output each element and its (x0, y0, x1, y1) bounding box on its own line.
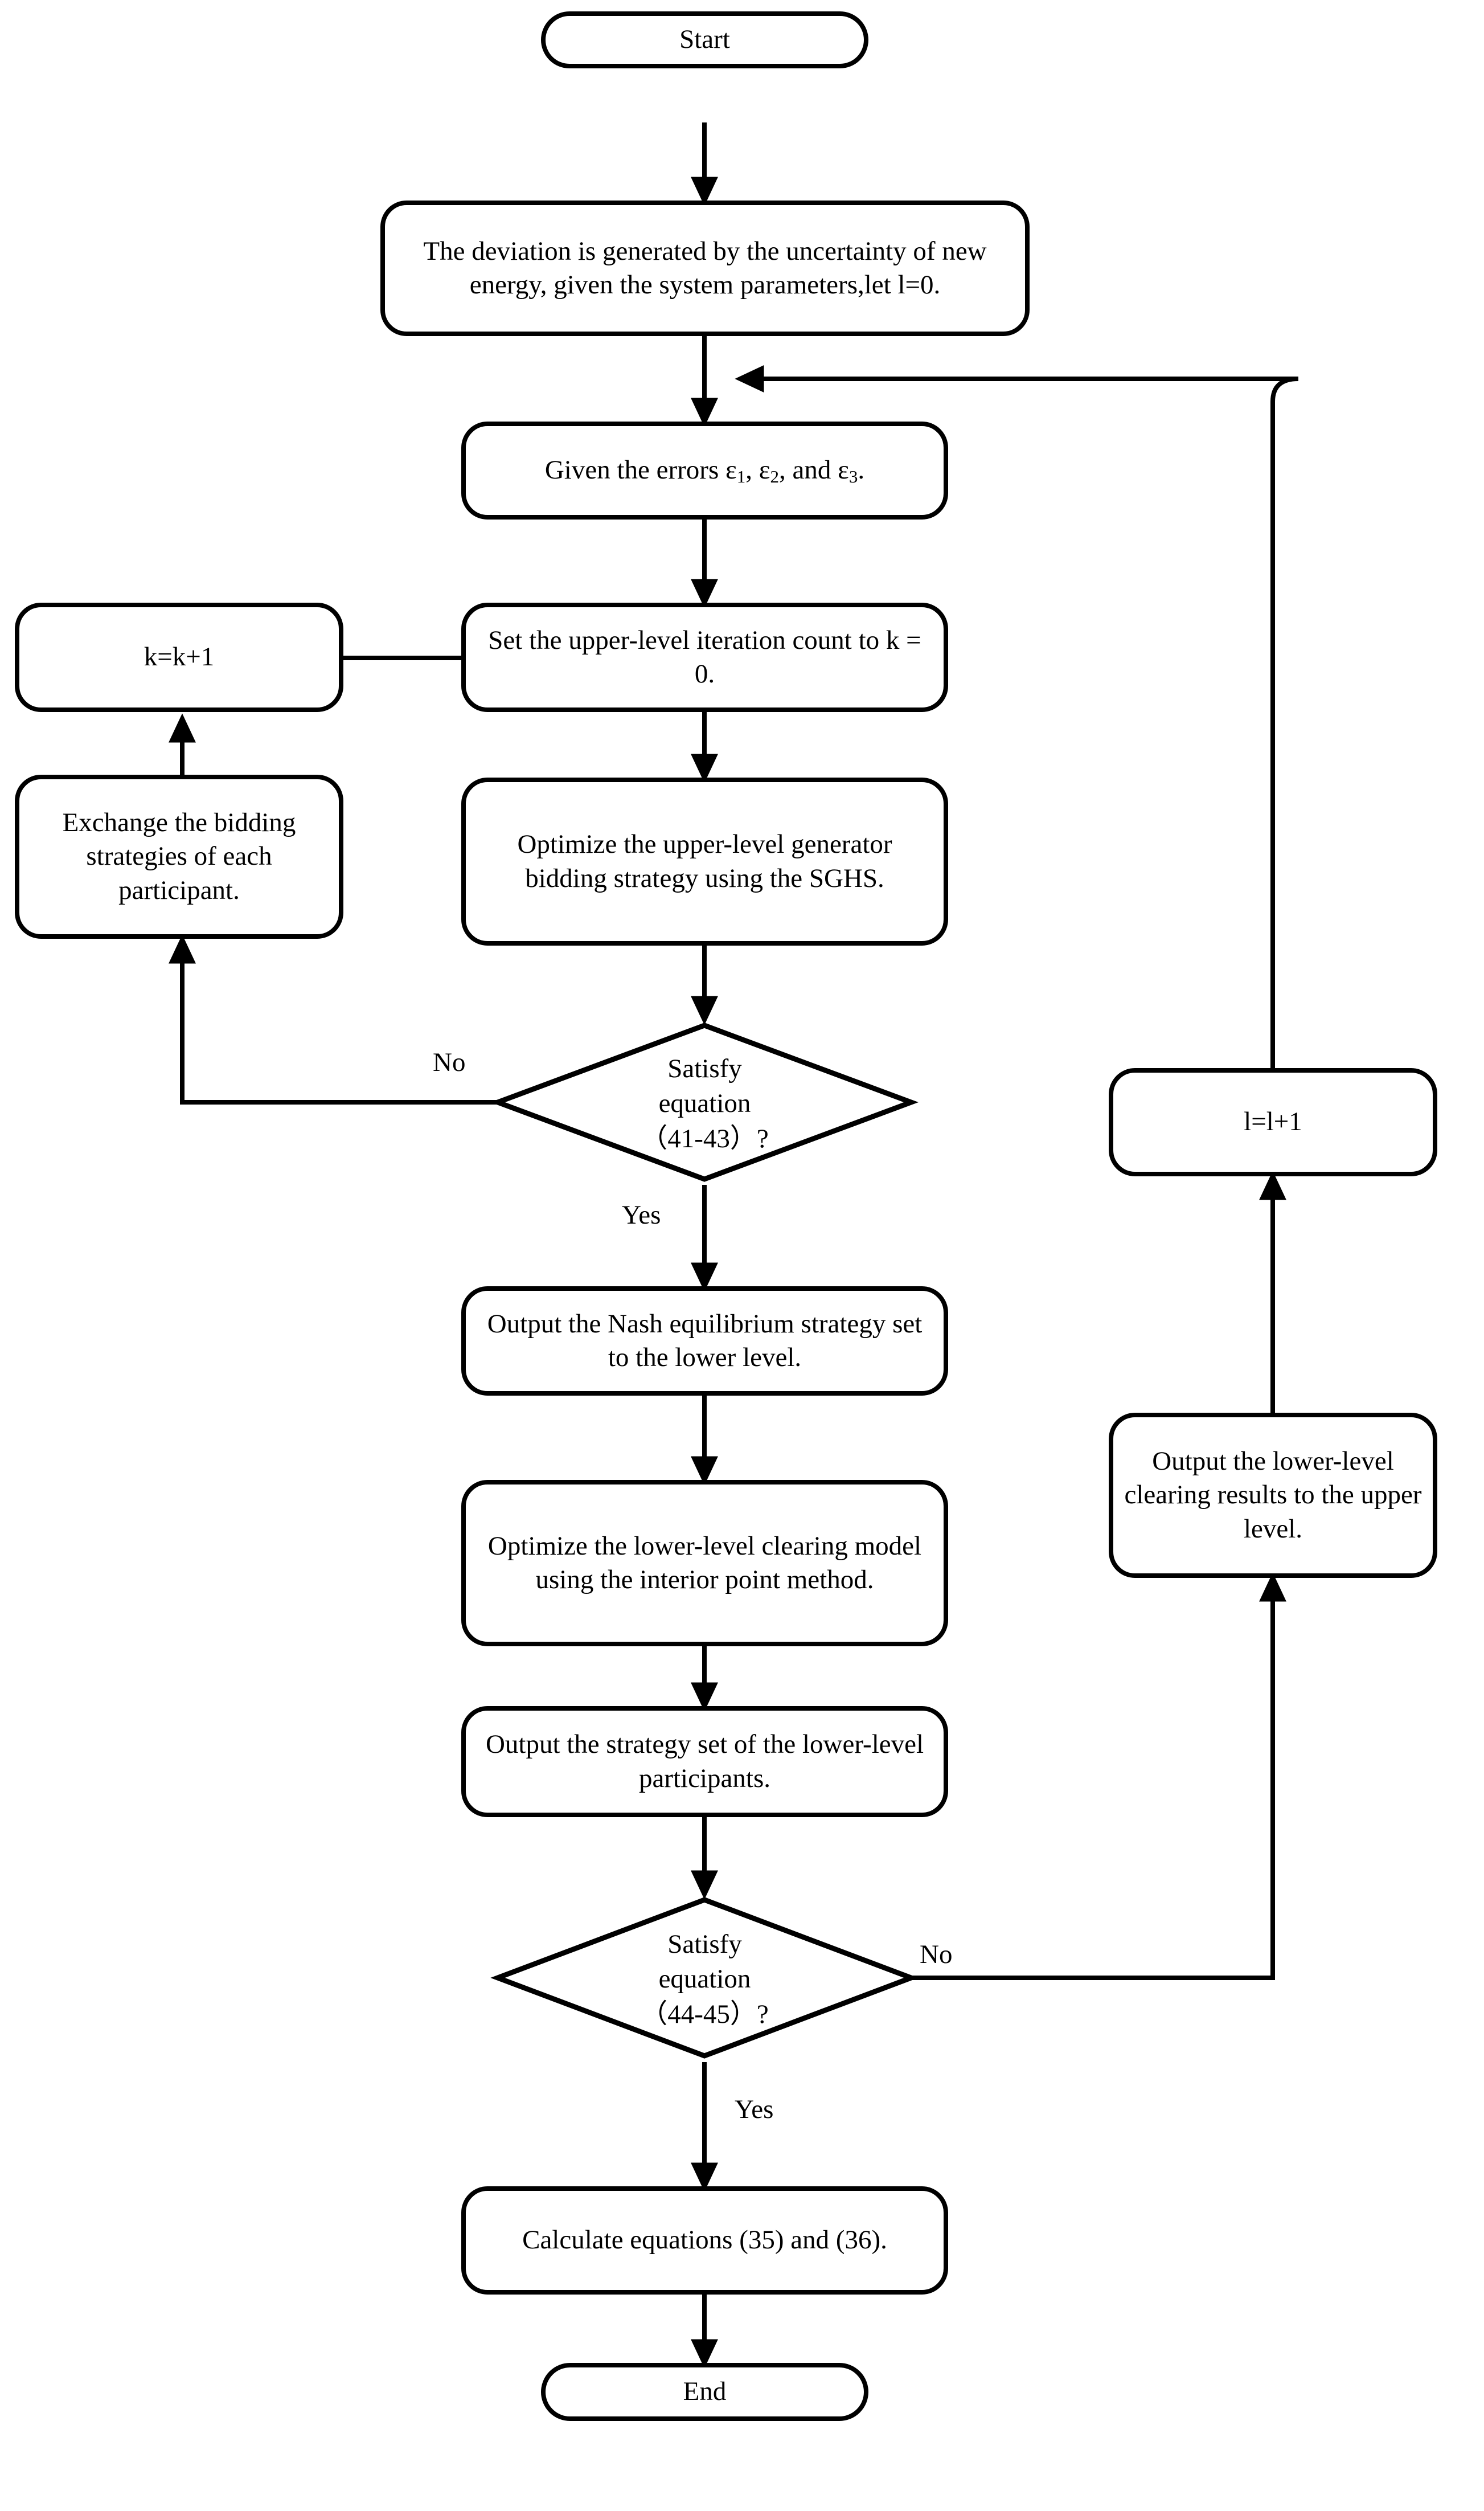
node-set-upper-label: Set the upper-level iteration count to k… (488, 625, 921, 689)
node-deviation-label: The deviation is generated by the uncert… (423, 236, 987, 300)
node-output-lower-clearing-results[interactable]: Output the lower-level clearing results … (1109, 1413, 1437, 1578)
decision-shape-4445 (490, 1897, 919, 2059)
epsilon-3: ε3 (838, 455, 858, 487)
node-start[interactable]: Start (541, 11, 868, 68)
edge-label-no-upper: No (433, 1048, 466, 1077)
node-set-upper-level-iteration[interactable]: Set the upper-level iteration count to k… (461, 603, 948, 712)
node-k-increment[interactable]: k=k+1 (15, 603, 343, 712)
node-k-increment-label: k=k+1 (144, 642, 215, 672)
given-errors-prefix: Given the errors (544, 455, 725, 485)
node-optimize-lower-label: Optimize the lower-level clearing model … (487, 1531, 922, 1594)
edge-label-yes-upper: Yes (622, 1200, 661, 1230)
edge-decision-4143-no (169, 934, 606, 1105)
node-optimize-lower-level[interactable]: Optimize the lower-level clearing model … (461, 1480, 948, 1646)
node-output-nash-equilibrium[interactable]: Output the Nash equilibrium strategy set… (461, 1286, 948, 1396)
node-output-strategy-set[interactable]: Output the strategy set of the lower-lev… (461, 1706, 948, 1817)
node-calculate-equations[interactable]: Calculate equations (35) and (36). (461, 2186, 948, 2295)
node-output-lower-results-label: Output the lower-level clearing results … (1124, 1446, 1422, 1544)
node-l-increment[interactable]: l=l+1 (1109, 1068, 1437, 1176)
edge-decision-4445-no (804, 1572, 1286, 1980)
node-exchange-label: Exchange the bidding strategies of each … (62, 808, 296, 905)
epsilon-2: ε2 (759, 455, 780, 487)
node-optimize-upper-level[interactable]: Optimize the upper-level generator biddi… (461, 778, 948, 946)
given-errors-sep1: , (745, 455, 759, 485)
node-start-label: Start (679, 24, 730, 55)
node-given-errors[interactable]: Given the errors ε1, ε2, and ε3. (461, 422, 948, 520)
epsilon-1: ε1 (725, 455, 746, 487)
edge-label-no-lower: No (920, 1940, 953, 1969)
node-calculate-label: Calculate equations (35) and (36). (522, 2225, 887, 2255)
node-exchange-bidding-strategies[interactable]: Exchange the bidding strategies of each … (15, 775, 343, 939)
node-end-label: End (683, 2377, 727, 2407)
node-given-errors-label: Given the errors ε1, ε2, and ε3. (476, 453, 933, 487)
decision-shape-4143 (490, 1023, 919, 1182)
edge-label-yes-lower: Yes (735, 2095, 774, 2124)
node-deviation[interactable]: The deviation is generated by the uncert… (380, 201, 1030, 336)
node-optimize-upper-label: Optimize the upper-level generator biddi… (517, 829, 892, 893)
node-l-increment-label: l=l+1 (1244, 1107, 1302, 1137)
edge-l-increment-up (1270, 377, 1299, 1068)
node-end[interactable]: End (541, 2363, 868, 2421)
node-output-strategy-label: Output the strategy set of the lower-lev… (485, 1729, 924, 1793)
node-output-nash-label: Output the Nash equilibrium strategy set… (487, 1308, 923, 1372)
given-errors-sep2: , and (779, 455, 838, 485)
given-errors-suffix: . (858, 455, 865, 485)
